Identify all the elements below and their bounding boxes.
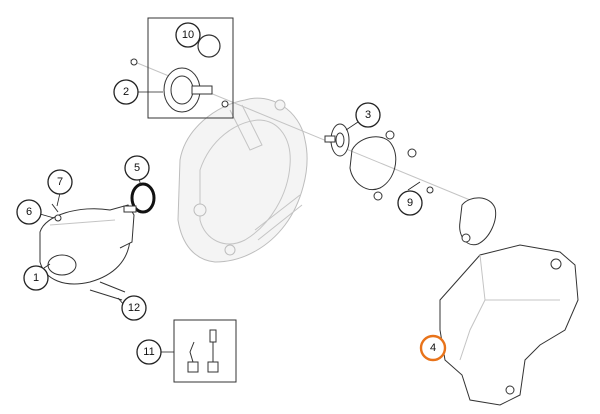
gear-wheel-part-3 [324, 123, 350, 157]
callout-5[interactable]: 5 [124, 155, 150, 181]
callout-10-label: 10 [182, 29, 194, 41]
callout-7[interactable]: 7 [47, 169, 73, 195]
callout-3-label: 3 [365, 109, 371, 121]
gasket [349, 136, 397, 190]
callout-1[interactable]: 1 [23, 265, 49, 291]
callout-4[interactable]: 4 [419, 334, 447, 362]
callout-11-label: 11 [143, 346, 154, 358]
callout-2-label: 2 [123, 86, 129, 98]
screw-part-7 [51, 203, 59, 213]
part-group-box-top [147, 17, 234, 119]
callout-9-label: 9 [407, 197, 413, 209]
callout-12-label: 12 [128, 302, 140, 314]
callout-9[interactable]: 9 [397, 190, 423, 216]
part-group-box-brushes [173, 319, 237, 383]
callout-2[interactable]: 2 [113, 79, 139, 105]
callout-7-label: 7 [57, 176, 63, 188]
o-ring-part-10 [197, 34, 221, 58]
callout-5-label: 5 [134, 162, 140, 174]
callout-12[interactable]: 12 [121, 295, 147, 321]
carbon-brushes-part-11 [187, 329, 219, 373]
callout-6[interactable]: 6 [16, 199, 42, 225]
idler-gear-part-2 [130, 58, 229, 113]
callout-11[interactable]: 11 [136, 339, 162, 365]
callout-3[interactable]: 3 [355, 102, 381, 128]
callout-6-label: 6 [26, 206, 32, 218]
starter-motor-part-1 [39, 204, 137, 285]
callout-1-label: 1 [33, 272, 39, 284]
engine-cover-ghost [177, 97, 308, 263]
outer-cover-part-4 [439, 244, 579, 406]
callout-4-label: 4 [430, 342, 436, 354]
o-ring-part-5 [130, 182, 156, 214]
callout-10[interactable]: 10 [175, 22, 201, 48]
